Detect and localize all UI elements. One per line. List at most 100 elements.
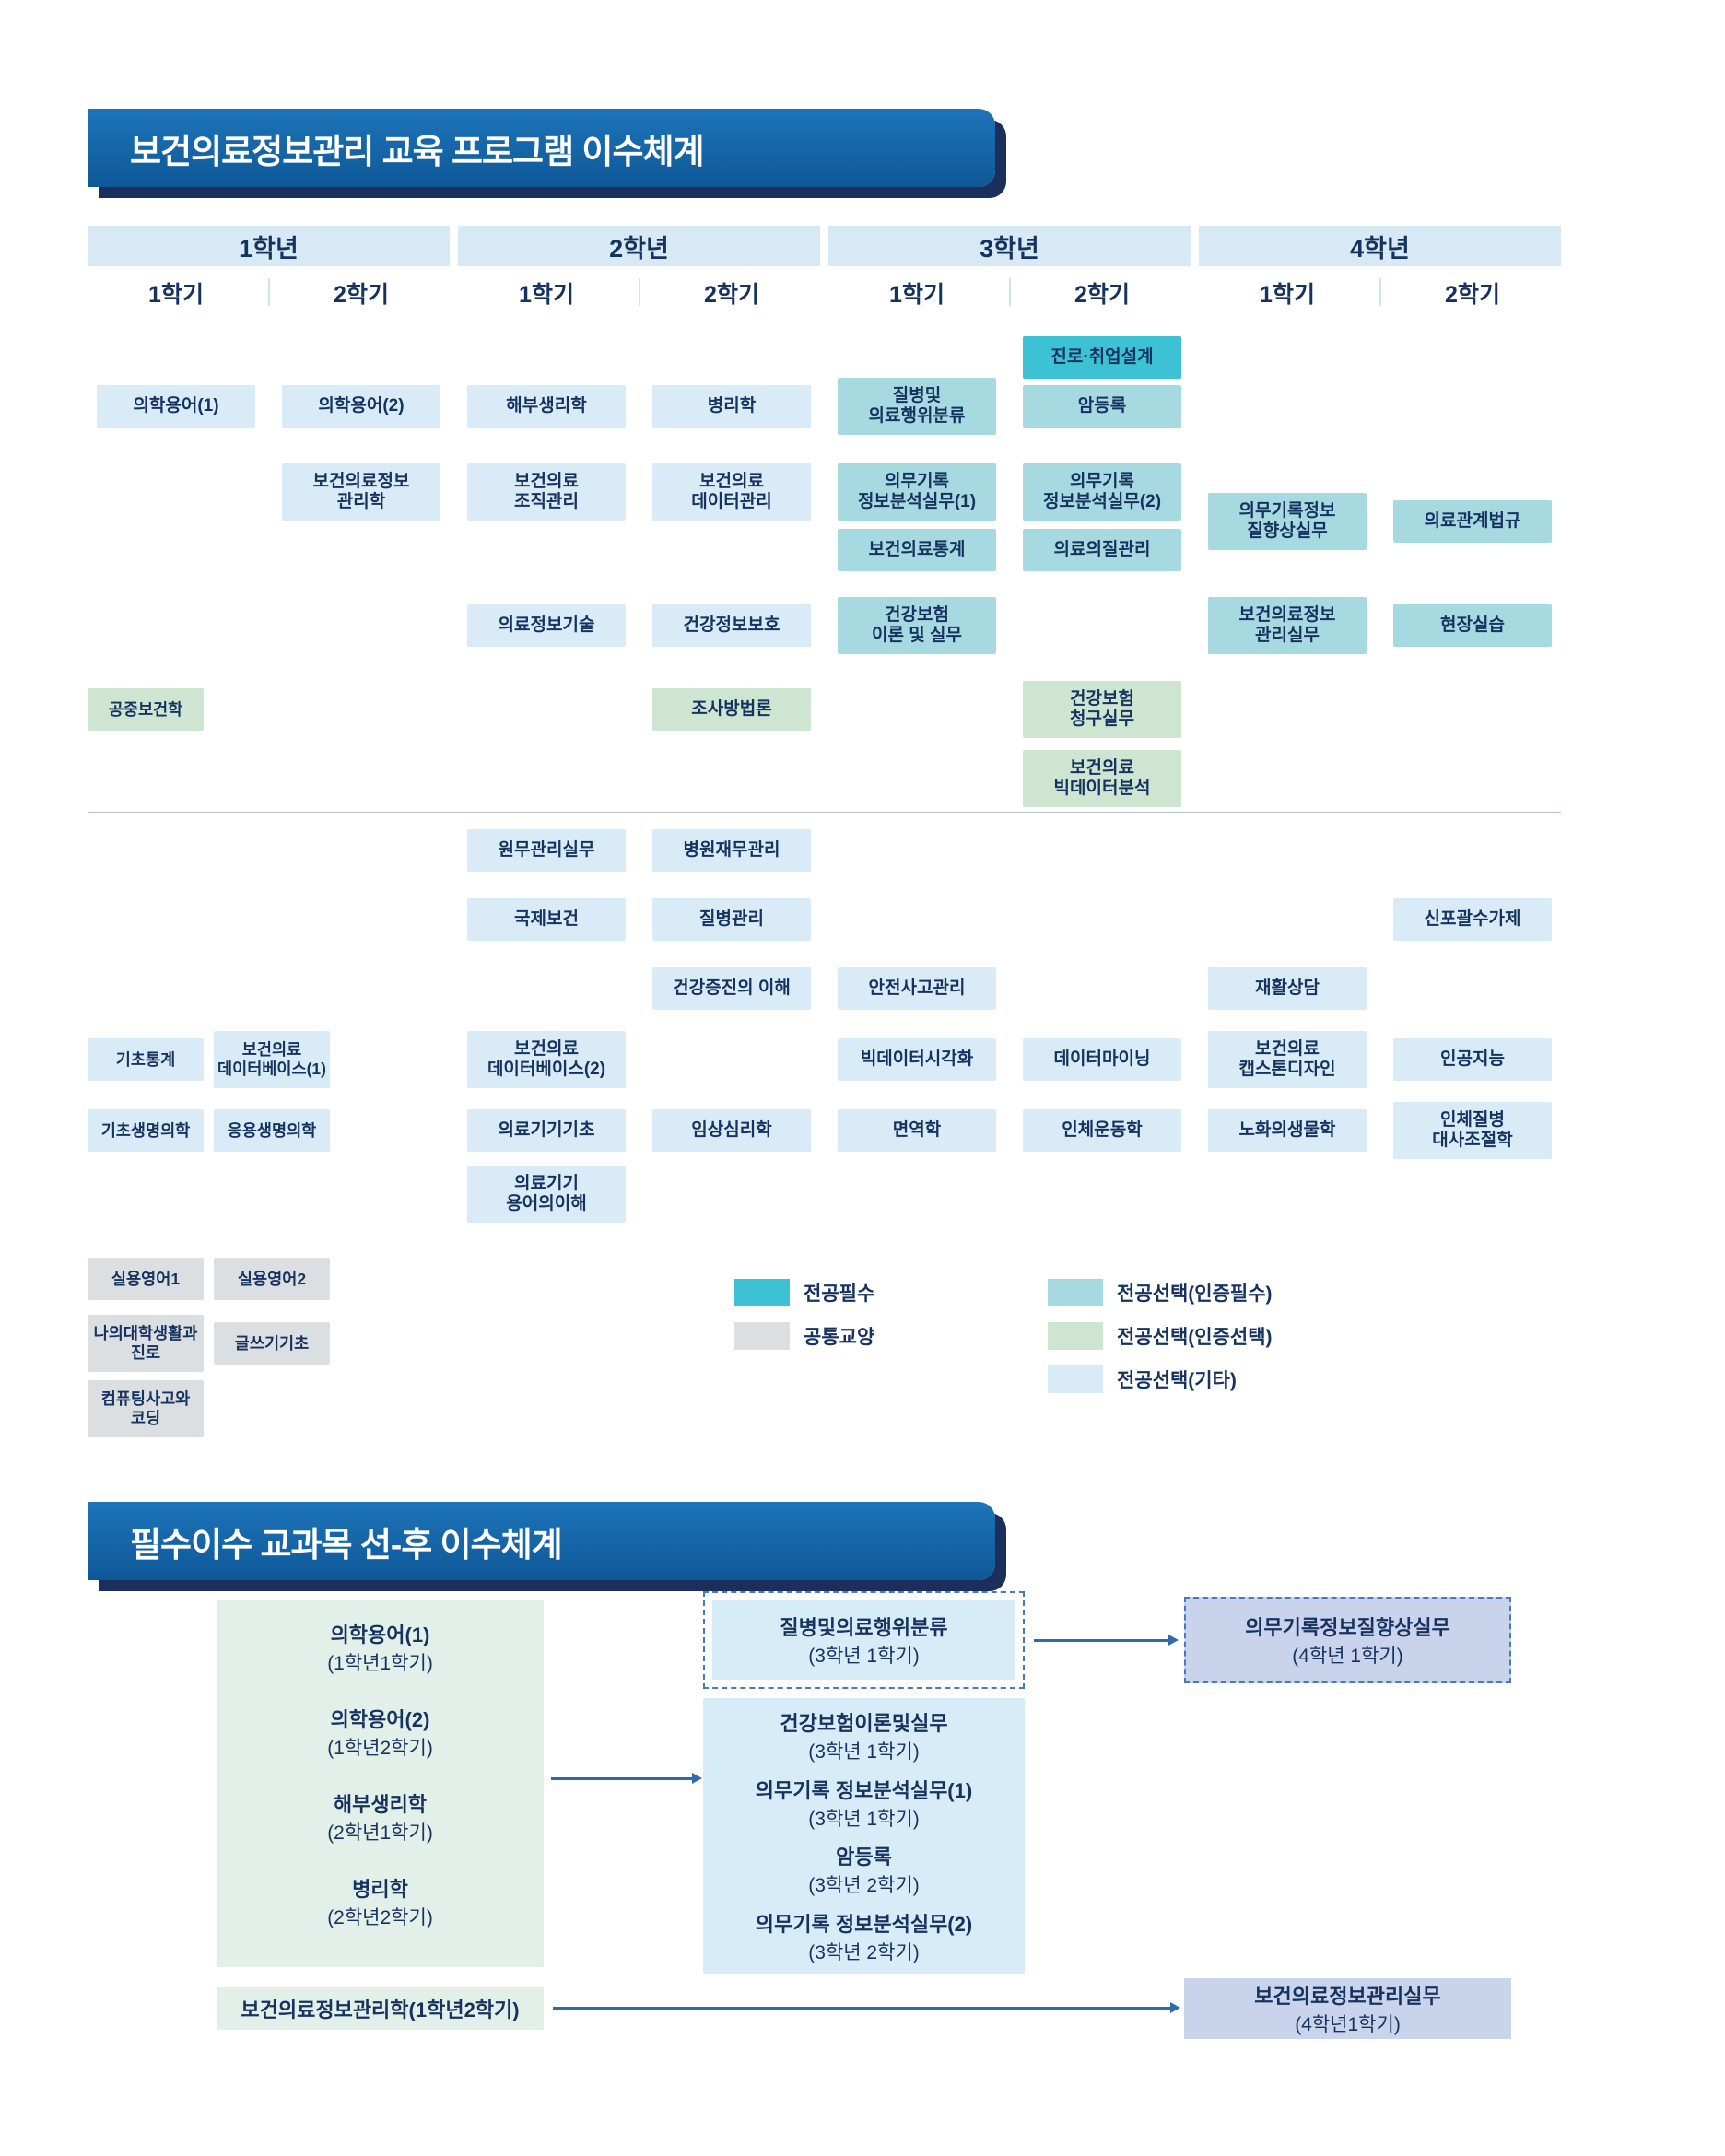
- course-term: (1학년1학기): [327, 1653, 433, 1674]
- general-swatch: [734, 1322, 790, 1350]
- course-box: 인공지능: [1393, 1038, 1552, 1081]
- course-box: 건강증진의 이해: [652, 967, 811, 1010]
- course-box: 질병관리: [652, 898, 811, 941]
- required-swatch: [734, 1279, 790, 1306]
- course-term: (1학년2학기): [327, 1738, 433, 1759]
- flow-entry: 건강보험이론및실무(3학년 1학기): [703, 1707, 1025, 1764]
- followup-group-box: 건강보험이론및실무(3학년 1학기)의무기록 정보분석실무(1)(3학년 1학기…: [703, 1698, 1025, 1974]
- semester-header: 1학기: [1199, 273, 1376, 313]
- course-box: 보건의료 데이터베이스(1): [214, 1031, 330, 1088]
- semester-divider: [1009, 278, 1011, 306]
- course-term: (3학년 1학기): [808, 1808, 920, 1830]
- year-header: 2학년: [458, 226, 820, 266]
- semester-header: 2학기: [1384, 273, 1561, 313]
- course-name: 보건의료정보관리학(1학년2학기): [241, 1998, 520, 2021]
- course-box: 기초생명의학: [88, 1109, 204, 1152]
- course-box: 의무기록 정보분석실무(2): [1023, 463, 1181, 521]
- flow-entry: 의학용어(2) (1학년2학기): [217, 1704, 544, 1761]
- course-name: 질병및의료행위분류: [780, 1616, 948, 1639]
- course-box: 응용생명의학: [214, 1109, 330, 1152]
- flow-entry: 의학용어(1) (1학년1학기): [217, 1619, 544, 1676]
- legend-label: 전공선택(인증선택): [1117, 1327, 1273, 1348]
- section-divider: [88, 812, 1561, 813]
- course-box: 의료의질관리: [1023, 529, 1181, 571]
- course-term: (2학년1학기): [327, 1822, 433, 1844]
- semester-header: 2학기: [273, 273, 450, 313]
- course-box: 해부생리학: [467, 385, 626, 428]
- course-box: 의료기기 용어의이해: [467, 1166, 626, 1223]
- legend-item: 전공필수: [734, 1279, 874, 1306]
- course-box: 면역학: [838, 1109, 996, 1152]
- prerequisite-entries: 의학용어(1) (1학년1학기) 의학용어(2) (1학년2학기) 해부생리학 (2학년1…: [217, 1600, 544, 1930]
- course-box: 신포괄수가제: [1393, 898, 1552, 941]
- base-course-bar: 보건의료정보관리학(1학년2학기): [217, 1987, 544, 2030]
- course-box: 노화의생물학: [1208, 1109, 1367, 1152]
- course-box: 보건의료 조직관리: [467, 463, 626, 521]
- legend-item: 전공선택(인증선택): [1048, 1322, 1273, 1350]
- course-box: 의료기기기초: [467, 1109, 626, 1152]
- course-box: 의료정보기술: [467, 604, 626, 647]
- target-course-box-2: 보건의료정보관리실무 (4학년1학기): [1184, 1978, 1511, 2039]
- flow-entry: 암등록(3학년 2학기): [703, 1841, 1025, 1898]
- year-header: 1학년: [88, 226, 450, 266]
- flow-entry: 해부생리학 (2학년1학기): [217, 1788, 544, 1845]
- course-name: 의학용어(2): [330, 1708, 430, 1731]
- cert-required-swatch: [1048, 1279, 1103, 1306]
- course-box: 의학용어(2): [282, 385, 440, 428]
- course-box: 컴퓨팅사고와 코딩: [88, 1380, 204, 1437]
- course-box: 조사방법론: [652, 688, 811, 731]
- course-box: 글쓰기기초: [214, 1322, 330, 1365]
- year-header: 4학년: [1199, 226, 1561, 266]
- course-box: 질병및 의료행위분류: [838, 378, 996, 435]
- course-box: 나의대학생활과 진로: [88, 1315, 204, 1372]
- course-box: 건강정보보호: [652, 604, 811, 647]
- course-box: 의무기록정보 질향상실무: [1208, 493, 1367, 550]
- course-box: 인체질병 대사조절학: [1393, 1102, 1552, 1159]
- course-name: 병리학: [352, 1878, 408, 1901]
- highlight-course-inner: 질병및의료행위분류 (3학년 1학기): [712, 1600, 1015, 1680]
- course-box: 암등록: [1023, 385, 1181, 428]
- semester-header: 2학기: [643, 273, 820, 313]
- course-box: 건강보험 이론 및 실무: [838, 597, 996, 654]
- legend-label: 공통교양: [804, 1327, 875, 1348]
- semester-divider: [639, 278, 640, 306]
- course-box: 의무기록 정보분석실무(1): [838, 463, 996, 521]
- arrow-base-to-target2: [553, 2002, 1180, 2013]
- highlight-course-box: 질병및의료행위분류 (3학년 1학기): [703, 1591, 1025, 1689]
- course-name: 보건의료정보관리실무: [1254, 1985, 1441, 2008]
- course-name: 해부생리학: [333, 1793, 428, 1816]
- course-name: 건강보험이론및실무: [780, 1712, 948, 1736]
- legend-label: 전공선택(기타): [1117, 1370, 1237, 1391]
- followup-entries: 건강보험이론및실무(3학년 1학기)의무기록 정보분석실무(1)(3학년 1학기…: [703, 1698, 1025, 1974]
- course-box: 국제보건: [467, 898, 626, 941]
- course-name: 의무기록정보질향상실무: [1245, 1616, 1450, 1639]
- course-box: 병원재무관리: [652, 829, 811, 872]
- course-term: (4학년1학기): [1295, 2014, 1401, 2035]
- course-box: 병리학: [652, 385, 811, 428]
- program-banner: 보건의료정보관리 교육 프로그램 이수체계: [88, 109, 995, 187]
- course-term: (3학년 1학기): [808, 1646, 920, 1667]
- course-name: 암등록: [836, 1845, 892, 1869]
- course-box: 진로·취업설계: [1023, 336, 1181, 379]
- flow-entry: 병리학(2학년2학기): [217, 1873, 544, 1930]
- course-name: 의무기록 정보분석실무(2): [755, 1912, 973, 1936]
- arrow-highlight-to-target1: [1034, 1635, 1179, 1646]
- course-term: (3학년 2학기): [808, 1941, 920, 1963]
- course-box: 의학용어(1): [97, 385, 255, 428]
- sequence-banner-title: 필수이수 교과목 선-후 이수체계: [130, 1525, 563, 1564]
- course-box: 실용영어2: [214, 1258, 330, 1300]
- semester-header: 1학기: [828, 273, 1005, 313]
- course-box: 보건의료 캡스톤디자인: [1208, 1031, 1367, 1088]
- course-box: 실용영어1: [88, 1258, 204, 1300]
- course-box: 보건의료 빅데이터분석: [1023, 750, 1181, 807]
- course-box: 보건의료정보 관리학: [282, 463, 440, 521]
- semester-header: 2학기: [1014, 273, 1191, 313]
- course-name: 의학용어(1): [330, 1623, 430, 1646]
- prerequisite-group-box: 의학용어(1) (1학년1학기) 의학용어(2) (1학년2학기) 해부생리학 (2학년1…: [217, 1600, 544, 1967]
- legend-label: 전공선택(인증필수): [1117, 1283, 1273, 1305]
- course-box: 의료관계법규: [1393, 500, 1552, 543]
- year-header: 3학년: [828, 226, 1191, 266]
- flow-entry: 의무기록 정보분석실무(2) (3학년 2학기): [703, 1908, 1025, 1965]
- course-box: 건강보험 청구실무: [1023, 681, 1181, 738]
